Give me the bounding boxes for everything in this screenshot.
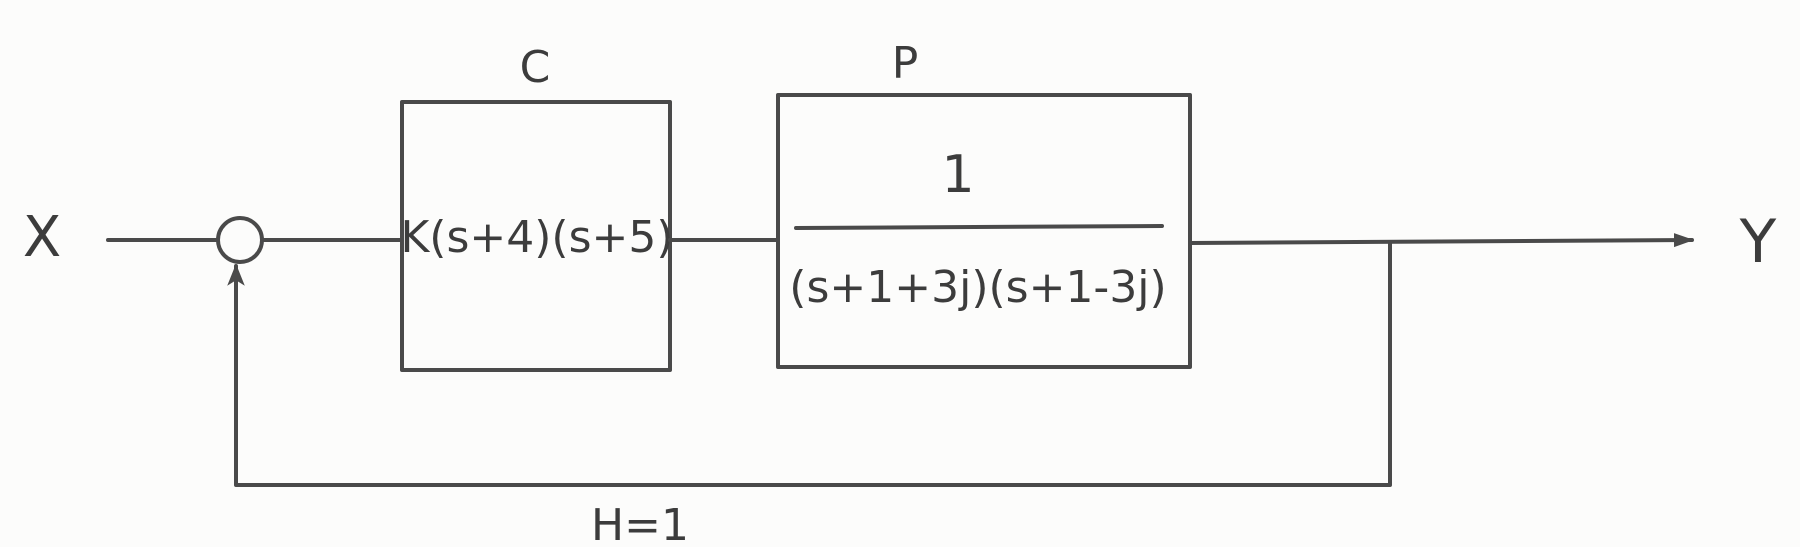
- plant-denominator: (s+1+3j)(s+1-3j): [789, 262, 1166, 313]
- controller-title: C: [520, 42, 551, 93]
- feedback-label: H=1: [591, 500, 689, 547]
- plant-block: [776, 93, 1192, 369]
- plant-fraction-bar: [794, 224, 1164, 230]
- plant-numerator: 1: [941, 145, 974, 205]
- feedback-path: [227, 241, 1392, 487]
- output-label: Y: [1739, 207, 1777, 277]
- input-label: X: [23, 205, 61, 270]
- summing-junction: [216, 216, 264, 264]
- controller-expression: K(s+4)(s+5): [400, 212, 673, 263]
- plant-title: P: [892, 38, 919, 89]
- output-signal-line: [1188, 233, 1694, 248]
- controller-block: [400, 100, 672, 372]
